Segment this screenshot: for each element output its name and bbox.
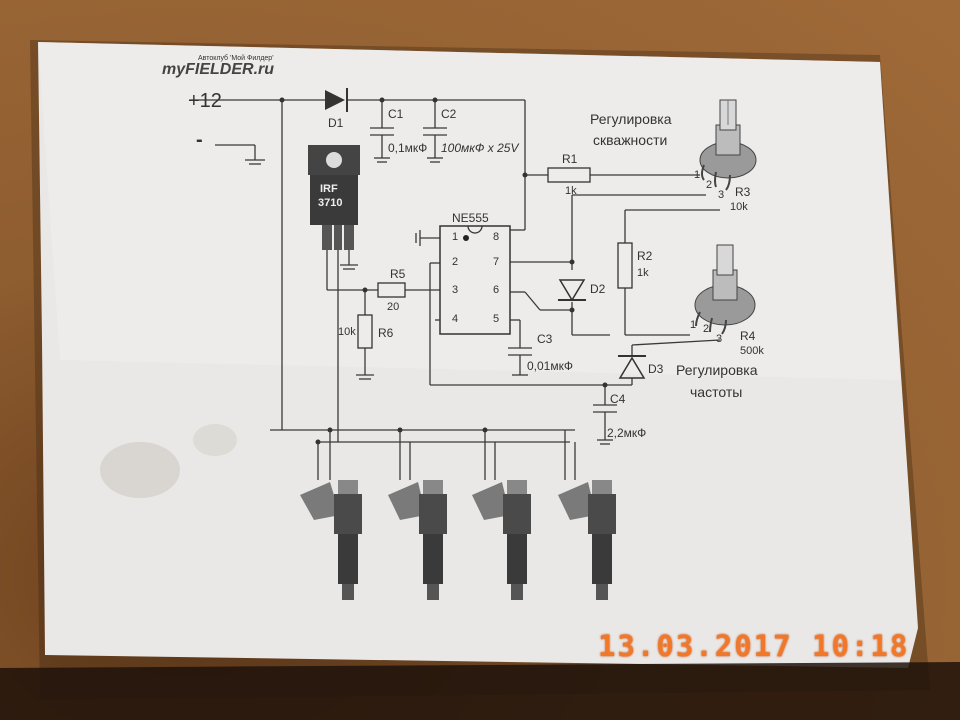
minus-label: - — [196, 129, 203, 151]
r5-label: R5 — [390, 267, 406, 281]
potentiometer-r3 — [699, 99, 757, 191]
ic-pin5: 5 — [493, 313, 500, 325]
c2-value: 100мкФ x 25V — [441, 141, 519, 155]
d1-label: D1 — [328, 116, 344, 130]
potentiometer-r4 — [694, 244, 756, 335]
stain — [100, 442, 180, 498]
d3-label: D3 — [648, 362, 664, 376]
resistor-r2 — [617, 242, 633, 289]
date-time-stamp: 13.03.2017 10:18 — [598, 629, 910, 663]
injector-2 — [388, 480, 447, 600]
junction-dots — [279, 97, 608, 445]
r6-value: 10k — [338, 326, 356, 338]
r1-label: R1 — [562, 152, 578, 166]
c3-value: 0,01мкФ — [527, 359, 573, 373]
freq-caption-line1: Регулировка — [676, 362, 758, 378]
r4-pin1: 1 — [690, 319, 697, 331]
transistor-part: 3710 — [318, 197, 343, 209]
r3-label: R3 — [735, 185, 751, 199]
diode-d2 — [558, 279, 586, 302]
duty-caption-line1: Регулировка — [590, 111, 672, 127]
resistor-r1 — [547, 167, 591, 183]
r2-value: 1k — [637, 267, 649, 279]
r4-pin2: 2 — [703, 323, 710, 335]
plus-12-label: +12 — [188, 90, 222, 112]
transistor-irf3710 — [308, 145, 360, 250]
r5-value: 20 — [387, 301, 400, 313]
logo: myFIELDER.ru — [162, 61, 275, 78]
c1-value: 0,1мкФ — [388, 141, 428, 155]
wires — [190, 99, 721, 480]
foreground-shadow — [0, 662, 960, 720]
ic-pin8: 8 — [493, 231, 500, 243]
injector-4 — [558, 480, 616, 600]
transistor-name: IRF — [320, 183, 338, 195]
injector-1 — [300, 480, 362, 600]
r1-value: 1k — [565, 185, 577, 197]
ic-label: NE555 — [452, 211, 489, 225]
r2-label: R2 — [637, 249, 653, 263]
ic-pin2: 2 — [452, 256, 459, 268]
d2-label: D2 — [590, 282, 606, 296]
c1-label: C1 — [388, 107, 404, 121]
ic-pin6: 6 — [493, 284, 500, 296]
r4-pin3: 3 — [716, 333, 723, 345]
ic-pin4: 4 — [452, 313, 459, 325]
ic-pin1: 1 — [452, 231, 459, 243]
c2-label: C2 — [441, 107, 457, 121]
r4-value: 500k — [740, 345, 764, 357]
resistor-r6 — [357, 314, 373, 349]
injector-3 — [472, 480, 531, 600]
diode-d3 — [618, 355, 646, 379]
ic-pin7: 7 — [493, 256, 500, 268]
r3-pin2: 2 — [706, 179, 713, 191]
ic-pin3: 3 — [452, 284, 459, 296]
r4-label: R4 — [740, 329, 756, 343]
ic-ne555 — [439, 225, 511, 335]
freq-caption-line2: частоты — [690, 384, 743, 400]
resistor-r5 — [377, 282, 406, 298]
r6-label: R6 — [378, 326, 394, 340]
c4-label: C4 — [610, 392, 626, 406]
r3-value: 10k — [730, 201, 748, 213]
r3-pin1: 1 — [694, 169, 701, 181]
c3-label: C3 — [537, 332, 553, 346]
logo-tagline: Автоклуб 'Мой Филдер' — [198, 55, 274, 62]
c4-value: 2,2мкФ — [607, 426, 647, 440]
diode-d1 — [325, 88, 348, 112]
r3-pin3: 3 — [718, 189, 725, 201]
duty-caption-line2: скважности — [593, 132, 668, 148]
